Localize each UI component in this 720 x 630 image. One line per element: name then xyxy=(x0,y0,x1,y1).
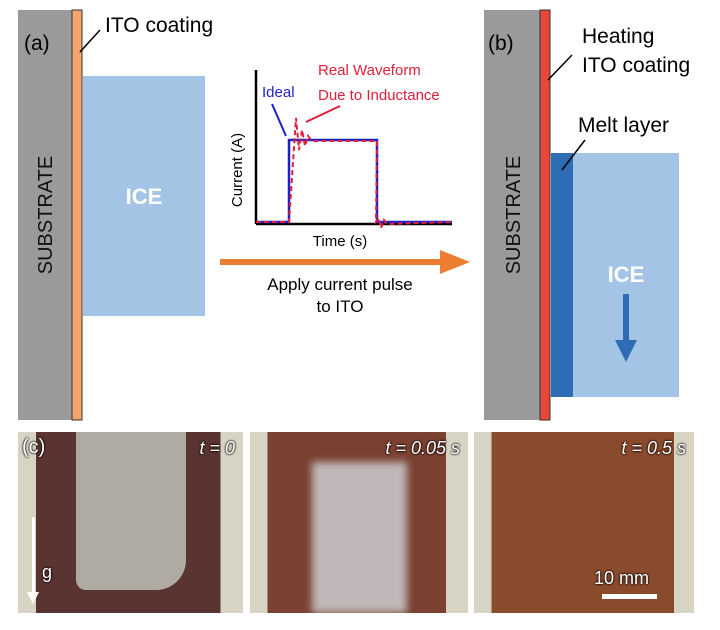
gravity-arrow xyxy=(32,517,35,595)
real-waveform-line xyxy=(256,117,453,232)
time-label-0: t = 0 xyxy=(199,438,235,458)
ice-block xyxy=(76,432,186,590)
photo-t05: t = 0.5 s 10 mm xyxy=(474,432,694,613)
x-axis-label: Time (s) xyxy=(313,233,367,250)
falling-ice xyxy=(312,462,407,613)
heating-label-2: ITO coating xyxy=(582,54,690,77)
arrow-label-1: Apply current pulse xyxy=(267,275,413,294)
substrate-label-b: SUBSTRATE xyxy=(503,156,525,275)
heating-label-1: Heating xyxy=(582,25,654,48)
real-label-1: Real Waveform xyxy=(318,62,421,79)
ice-label-a: ICE xyxy=(126,184,163,209)
ito-coating-a xyxy=(71,9,83,421)
ito-coating-b xyxy=(539,9,551,421)
ito-pointer-a xyxy=(79,29,101,53)
waveform-plot: Ideal Real Waveform Due to Inductance Cu… xyxy=(229,62,453,250)
melt-layer xyxy=(551,153,573,397)
ideal-label: Ideal xyxy=(262,84,295,101)
real-label-2: Due to Inductance xyxy=(318,87,440,104)
schematic: (a) ITO coating SUBSTRATE ICE Ideal Real… xyxy=(18,9,690,421)
panel-c-label: (c) xyxy=(22,436,46,458)
substrate-a xyxy=(18,10,72,420)
panel-a-label: (a) xyxy=(24,32,50,55)
melt-label: Melt layer xyxy=(578,114,669,137)
scale-bar xyxy=(602,594,657,599)
photo-t005: t = 0.05 s xyxy=(250,432,468,613)
time-label-2: t = 0.5 s xyxy=(621,438,686,458)
panel-b-label: (b) xyxy=(488,32,514,55)
substrate-label-a: SUBSTRATE xyxy=(35,156,57,275)
ice-label-b: ICE xyxy=(608,262,645,287)
time-label-1: t = 0.05 s xyxy=(385,438,460,458)
ito-label-a: ITO coating xyxy=(105,14,213,37)
ice-a xyxy=(83,76,205,316)
ideal-line xyxy=(256,138,452,224)
scale-bar-label: 10 mm xyxy=(594,568,650,588)
gravity-label: g xyxy=(42,562,53,582)
substrate-b xyxy=(484,10,540,420)
y-axis-label: Current (A) xyxy=(229,133,246,207)
photo-t0: (c) t = 0 g xyxy=(18,432,243,613)
arrow-label-2: to ITO xyxy=(317,297,364,316)
